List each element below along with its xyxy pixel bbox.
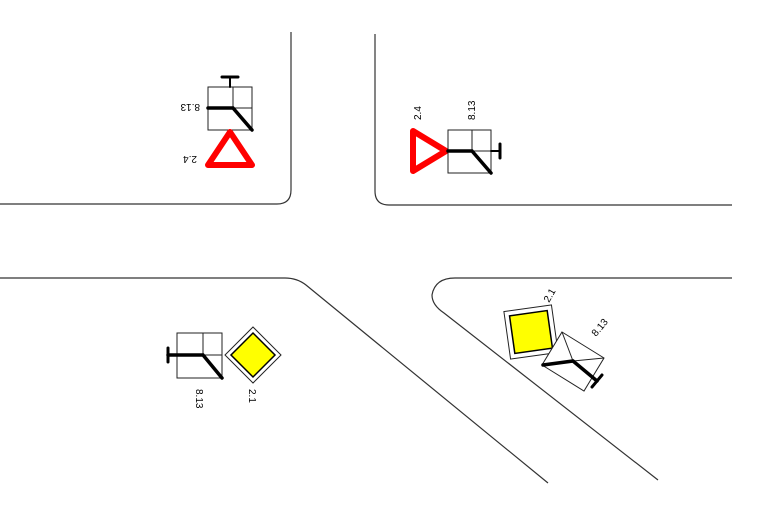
yield-code-label: 2.4	[183, 153, 197, 164]
curb-bottom-right	[431, 277, 732, 481]
plate-code-label: 8.13	[590, 317, 611, 339]
yield-code-label: 2.4	[413, 106, 424, 120]
plate-code-label: 8.13	[180, 101, 200, 112]
sign-group-top-right: 2.4 8.13	[410, 100, 502, 175]
curb-top-left	[0, 32, 292, 205]
priority-road-sign-icon	[224, 326, 282, 384]
yield-sign-icon	[410, 128, 449, 174]
direction-plate-icon	[166, 332, 224, 380]
sign-group-bottom-right: 2.1 8.13	[503, 287, 611, 392]
yield-sign-icon	[205, 129, 255, 168]
plate-code-label: 8.13	[467, 100, 478, 120]
direction-plate-icon	[206, 75, 254, 132]
direction-plate-icon	[446, 129, 502, 175]
priority-road-sign-icon	[503, 304, 559, 360]
curb-top-right	[374, 34, 732, 206]
curb-bottom-left	[0, 277, 549, 484]
priority-code-label: 2.1	[542, 287, 559, 305]
priority-code-label: 2.1	[246, 389, 257, 403]
sign-group-top-left: 8.13 2.4	[180, 75, 255, 168]
sign-group-bottom-left: 8.13 2.1	[166, 326, 282, 409]
plate-code-label: 8.13	[193, 389, 204, 409]
direction-plate-icon	[541, 331, 605, 392]
